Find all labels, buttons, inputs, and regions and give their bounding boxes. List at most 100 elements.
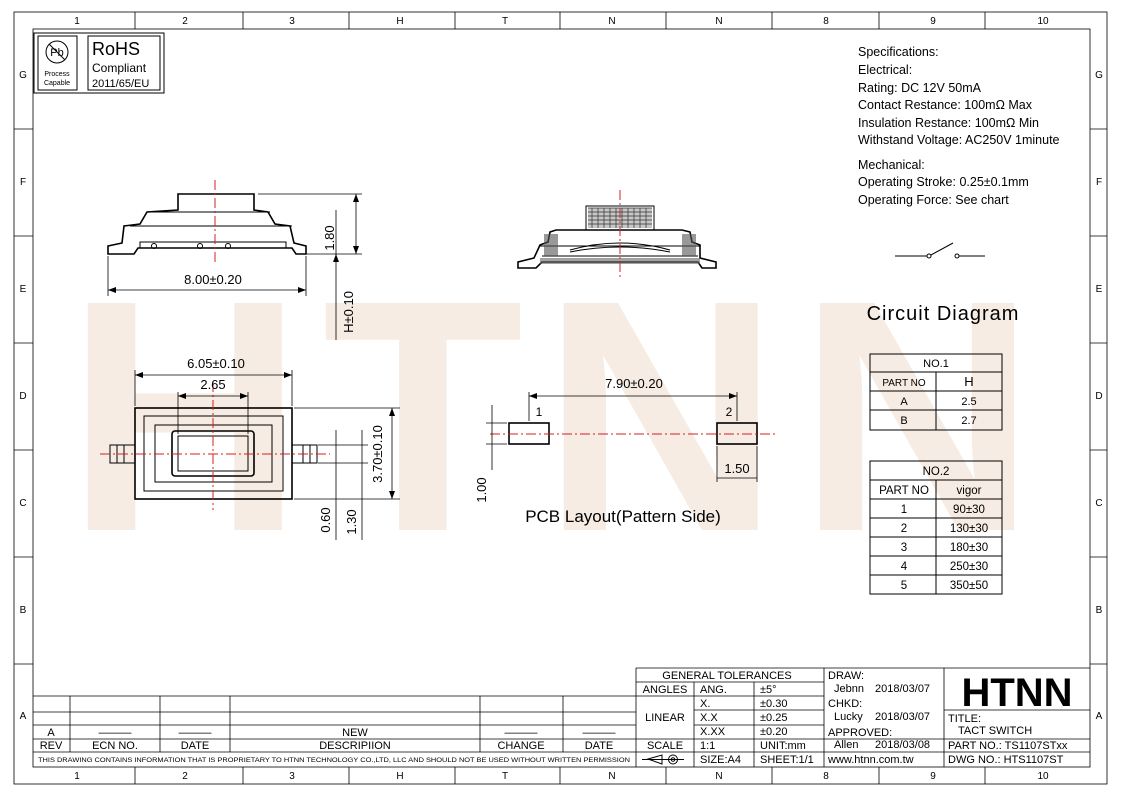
tol-ang: ANG.: [700, 684, 727, 696]
table-no1: [869, 353, 1003, 431]
dim-130: 1.30: [344, 509, 359, 534]
rohs-badge: Pb Process Capable RoHS Compliant 2011/6…: [33, 32, 165, 94]
revision-block: [33, 695, 636, 753]
table-cell: 180±30: [950, 542, 988, 554]
table-cell: 130±30: [950, 523, 988, 535]
col-label: T: [502, 771, 508, 782]
rohs-logo-line1: Process: [44, 71, 70, 78]
approved-label: APPROVED:: [828, 727, 892, 739]
tol-linear: LINEAR: [645, 712, 685, 724]
pcb-layout: [486, 392, 775, 482]
spec-withstand-voltage: Withstand Voltage: AC250V 1minute: [858, 133, 1060, 147]
spec-contact-resistance: Contact Restance: 100mΩ Max: [858, 98, 1033, 112]
rev-row-ecn: ———: [99, 727, 132, 739]
dim-actuator-width: 2.65: [200, 377, 225, 392]
tol-unit: UNIT:mm: [760, 740, 806, 752]
zone-dividers: [14, 12, 1107, 784]
table-no1-header: H: [964, 374, 973, 389]
top-view: [100, 370, 400, 540]
tol-ang-val: ±5°: [760, 684, 777, 696]
title-value: TACT SWITCH: [958, 725, 1032, 737]
table-cell: 2.5: [961, 396, 976, 408]
dim-width: 8.00±0.20: [184, 272, 242, 287]
col-label: N: [608, 771, 615, 782]
tol-x: X.: [700, 698, 710, 710]
col-label: 2: [182, 771, 188, 782]
col-label: 8: [823, 16, 829, 27]
dim-pad-height: 1.00: [474, 477, 489, 502]
row-label: B: [20, 605, 27, 616]
table-cell: 4: [901, 561, 908, 573]
col-label: 8: [823, 771, 829, 782]
tol-xx: X.X: [700, 712, 718, 724]
htnn-logo: HTNN: [961, 671, 1072, 715]
side-view: [107, 180, 362, 340]
circuit-diagram-label: Circuit Diagram: [867, 303, 1020, 325]
rev-row-a: A: [47, 727, 55, 739]
spec-operating-stroke: Operating Stroke: 0.25±0.1mm: [858, 175, 1029, 189]
table-no1-header: PART NO: [882, 378, 926, 389]
part-number: PART NO.: TS1107STxx: [948, 740, 1068, 752]
pin-1-label: 1: [536, 405, 543, 419]
rohs-logo-symbol: Pb: [50, 47, 63, 59]
col-label: N: [715, 16, 722, 27]
row-label: D: [19, 391, 26, 402]
tolerance-block: [635, 667, 1090, 767]
col-label: 1: [74, 771, 80, 782]
approved-name: Allen: [834, 739, 858, 751]
pcb-layout-label: PCB Layout(Pattern Side): [525, 507, 721, 526]
tol-scale-label: SCALE: [647, 740, 683, 752]
rev-header-ecn: ECN NO.: [92, 740, 138, 752]
row-label: E: [20, 284, 27, 295]
rohs-title: RoHS: [92, 39, 140, 59]
col-label: 3: [289, 16, 295, 27]
tol-angles: ANGLES: [643, 684, 688, 696]
table-no2-header: PART NO: [879, 485, 929, 497]
table-no2-title: NO.2: [923, 466, 950, 478]
table-no1-title: NO.1: [923, 358, 949, 370]
rev-header-date: DATE: [181, 740, 210, 752]
row-label: G: [1095, 70, 1103, 81]
table-cell: 90±30: [953, 504, 985, 516]
chkd-date: 2018/03/07: [875, 711, 930, 723]
draw-label: DRAW:: [828, 670, 864, 682]
table-no2-header: vigor: [957, 485, 982, 497]
row-label: B: [1096, 605, 1103, 616]
row-label: C: [1095, 498, 1102, 509]
outer-frame: [13, 11, 1108, 785]
col-label: 1: [74, 16, 80, 27]
table-cell: 2.7: [961, 415, 976, 427]
drawing-number: DWG NO.: HTS1107ST: [948, 754, 1064, 766]
spec-rating: Rating: DC 12V 50mA: [858, 81, 982, 95]
col-label: H: [396, 16, 403, 27]
spec-heading: Specifications:: [858, 45, 939, 59]
rev-header-rev: REV: [40, 740, 63, 752]
table-cell: 2: [901, 523, 907, 535]
rev-header-change: CHANGE: [497, 740, 544, 752]
rohs-line1: Compliant: [92, 61, 147, 75]
title-label: TITLE:: [948, 713, 981, 725]
col-label: 10: [1037, 16, 1049, 27]
table-cell: A: [900, 396, 908, 408]
website: www.htnn.com.tw: [827, 754, 914, 766]
tol-x-val: ±0.30: [760, 698, 787, 710]
cross-section: [517, 190, 717, 278]
col-label: 3: [289, 771, 295, 782]
pin-2-label: 2: [726, 405, 733, 419]
row-label: G: [19, 70, 27, 81]
table-cell: 250±30: [950, 561, 988, 573]
dim-h: H±0.10: [341, 291, 356, 333]
chkd-name: Lucky: [834, 711, 863, 723]
col-label: N: [608, 16, 615, 27]
inner-frame: [32, 28, 1091, 768]
dim-060: 0.60: [318, 507, 333, 532]
zone-labels: 1 2 3 H T N N 8 9 10 1 2 3 H T N N 8 9 1…: [19, 16, 1103, 782]
switch-symbol: [895, 242, 985, 259]
tol-xxx-val: ±0.20: [760, 726, 787, 738]
row-label: D: [1095, 391, 1102, 402]
dim-height: 1.80: [322, 225, 337, 250]
col-label: 2: [182, 16, 188, 27]
row-label: F: [20, 177, 26, 188]
table-cell: 5: [901, 580, 907, 592]
